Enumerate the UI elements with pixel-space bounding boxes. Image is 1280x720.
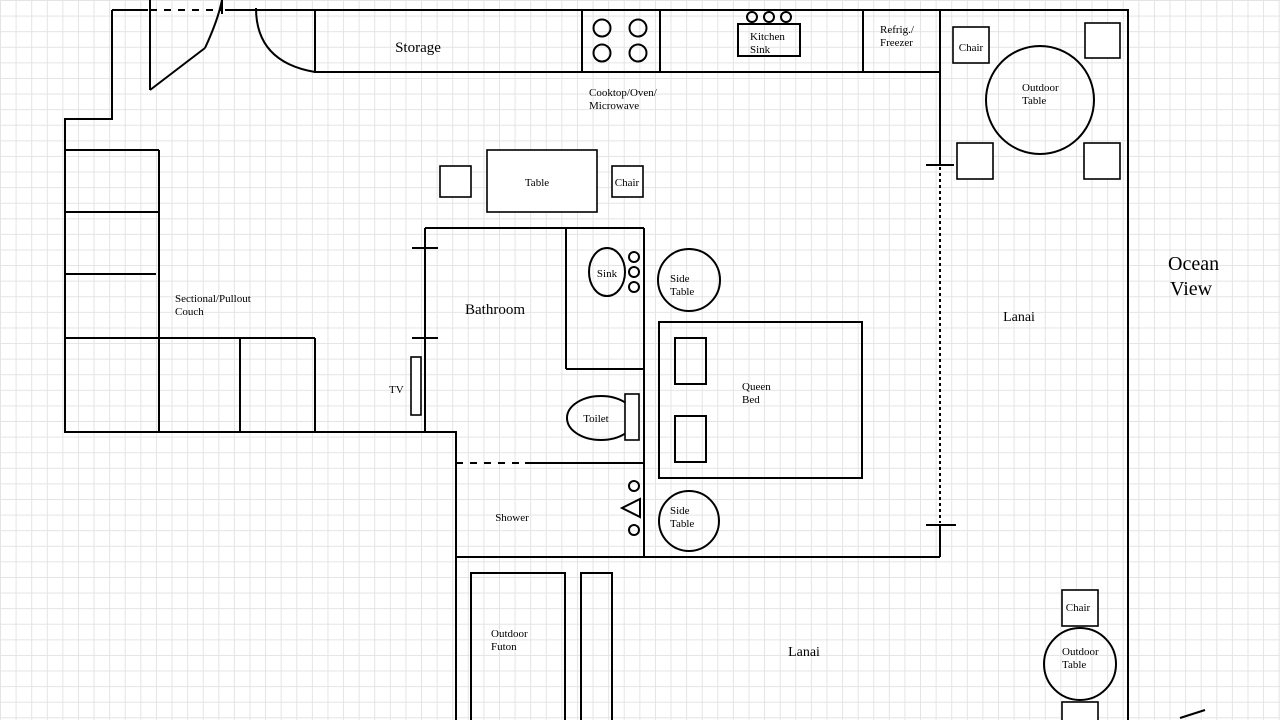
tv-label: TV — [389, 384, 404, 396]
queen-bed-label-1: Queen — [742, 381, 771, 393]
refrig-label-2: Freezer — [880, 37, 913, 49]
exterior-walls — [64, 9, 1129, 720]
refrig-label-1: Refrig./ — [880, 24, 915, 36]
sectional-label-1: Sectional/Pullout — [175, 293, 251, 305]
entry-door — [149, 0, 223, 91]
ocean-arrow — [1179, 709, 1206, 719]
side-table-top-label-1: Side — [670, 273, 690, 285]
bathroom-label: Bathroom — [465, 302, 525, 318]
outdoor-table-bottom-label-1: Outdoor — [1062, 646, 1099, 658]
dining-table — [486, 149, 598, 213]
side-table-top-label-2: Table — [670, 286, 694, 298]
ocean-view-label-1: Ocean — [1168, 253, 1219, 275]
shower-label: Shower — [495, 512, 529, 524]
lanai-label-right: Lanai — [1003, 310, 1035, 325]
bathroom-sink-label: Sink — [597, 268, 618, 280]
storage-door-swing — [255, 7, 316, 73]
bathroom-sink — [588, 247, 640, 297]
lanai-divider — [926, 72, 956, 557]
side-table-top — [657, 248, 721, 312]
sectional-label-2: Couch — [175, 306, 204, 318]
cooktop-label-1: Cooktop/Oven/ — [589, 87, 658, 99]
outdoor-chair-label-top: Chair — [959, 42, 984, 54]
outdoor-futon-label-1: Outdoor — [491, 628, 528, 640]
queen-bed-label-2: Bed — [742, 394, 760, 406]
kitchen-sink-label-1: Kitchen — [750, 31, 785, 43]
dining-table-label: Table — [525, 177, 549, 189]
storage-label: Storage — [395, 40, 441, 56]
shower-fixtures — [619, 480, 641, 536]
sectional-couch — [65, 149, 316, 432]
tv — [410, 356, 422, 416]
kitchen-sink — [737, 11, 801, 57]
toilet — [566, 393, 640, 441]
toilet-label: Toilet — [583, 413, 609, 425]
kitchen-counter — [314, 9, 941, 73]
dining-chair-label: Chair — [615, 177, 640, 189]
lanai-label-bottom: Lanai — [788, 645, 820, 660]
outdoor-dining-set-bottom — [1043, 589, 1117, 720]
bathroom-walls — [425, 227, 645, 557]
dining-stool — [439, 165, 472, 198]
dining-chair — [611, 165, 644, 198]
side-table-bottom-label-1: Side — [670, 505, 690, 517]
outdoor-futon-label-2: Futon — [491, 641, 517, 653]
outdoor-futon — [470, 572, 613, 720]
side-table-bottom-label-2: Table — [670, 518, 694, 530]
ocean-view-label-2: View — [1170, 278, 1213, 300]
outdoor-table-top-label-2: Table — [1022, 95, 1046, 107]
outdoor-chair-label-bottom: Chair — [1066, 602, 1091, 614]
outdoor-table-top-label-1: Outdoor — [1022, 82, 1059, 94]
bathroom-doorway — [412, 247, 438, 339]
side-table-bottom — [658, 490, 720, 552]
queen-bed — [658, 321, 863, 479]
outdoor-table-bottom-label-2: Table — [1062, 659, 1086, 671]
cooktop-burners — [592, 18, 648, 63]
kitchen-sink-label-2: Sink — [750, 44, 771, 56]
outdoor-dining-set-top — [952, 22, 1121, 180]
cooktop-label-2: Microwave — [589, 100, 639, 112]
